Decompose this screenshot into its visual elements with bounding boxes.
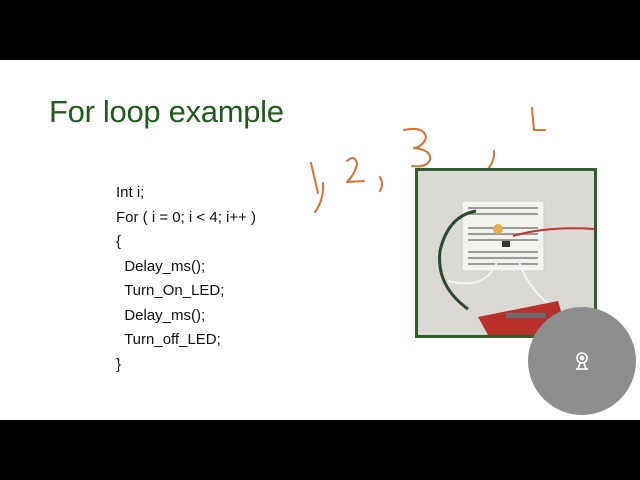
- code-line: Int i;: [116, 184, 145, 201]
- webcam-overlay-button[interactable]: [528, 307, 636, 415]
- code-line: {: [116, 233, 122, 250]
- code-block: Int i; For ( i = 0; i < 4; i++ ) { Delay…: [116, 181, 256, 377]
- code-line: Delay_ms();: [116, 306, 206, 324]
- code-line: }: [116, 355, 122, 373]
- code-line: Turn_On_LED;: [116, 282, 225, 299]
- breadboard-illustration: [418, 171, 594, 335]
- code-line: Turn_off_LED;: [116, 331, 221, 348]
- code-line: For ( i = 0; i < 4; i++ ): [116, 208, 257, 226]
- code-line: Delay_ms();: [116, 257, 206, 275]
- slide-title: For loop example: [49, 94, 284, 129]
- slide: For loop example Int i; For ( i = 0; i <…: [0, 60, 640, 420]
- webcam-icon: [576, 352, 588, 370]
